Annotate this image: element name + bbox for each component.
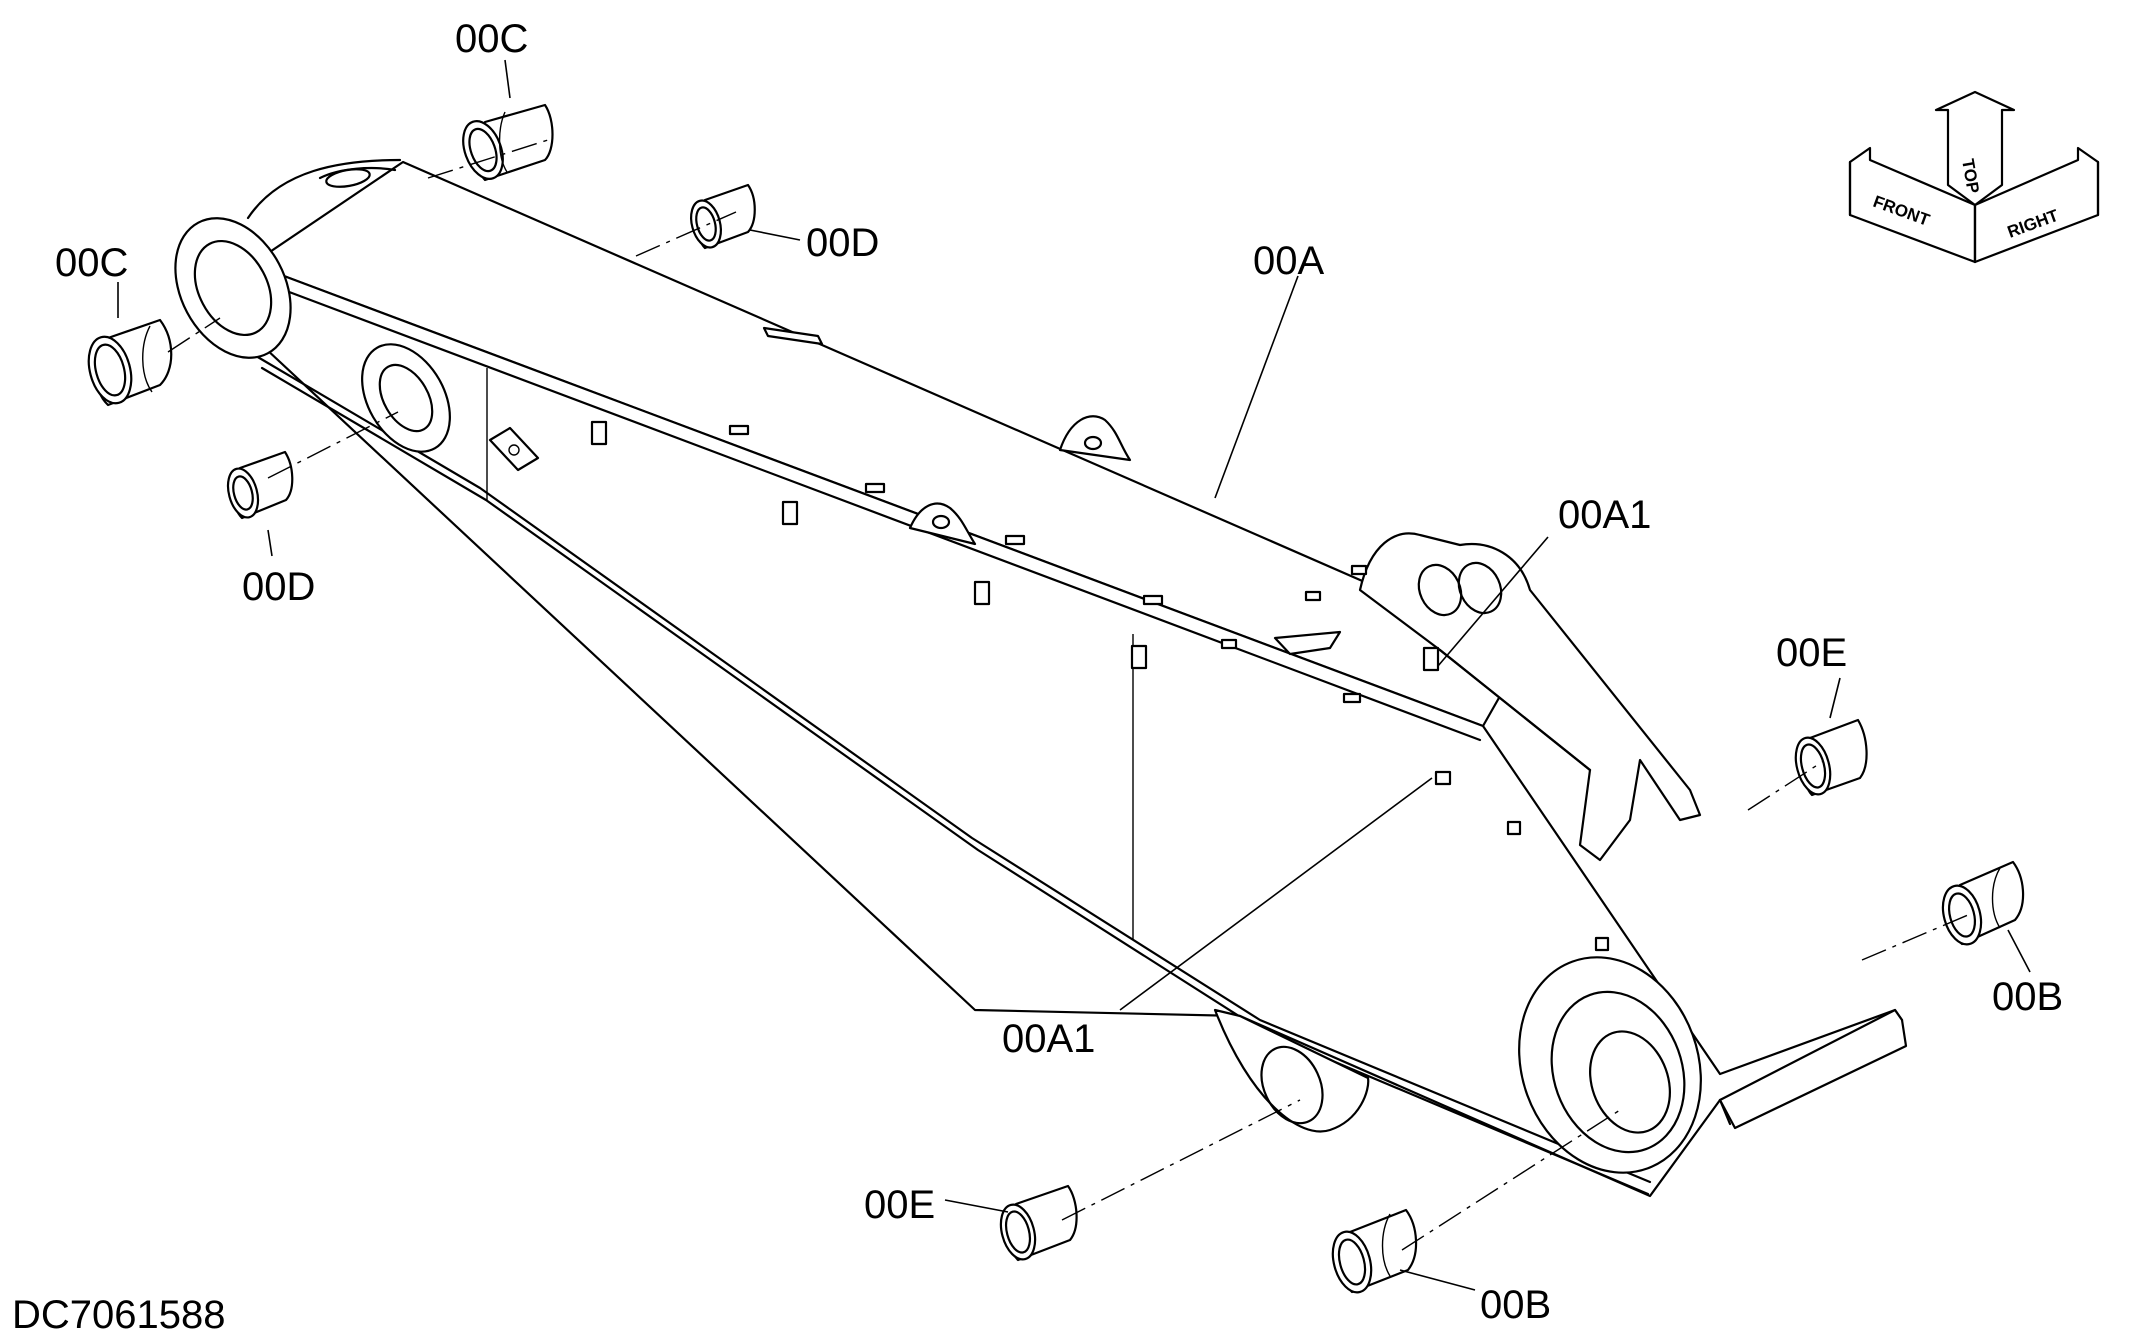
label-00b-bottom: 00B	[1480, 1283, 1551, 1327]
label-00c-top: 00C	[455, 17, 528, 61]
bushing-00b-bottom	[1331, 1208, 1418, 1294]
boom-body	[174, 158, 1908, 1198]
bushing-00e-right	[1794, 718, 1868, 797]
label-00b-right: 00B	[1992, 975, 2063, 1019]
clip-blocks	[590, 420, 1610, 952]
label-00e-bottom: 00E	[864, 1183, 935, 1227]
label-00e-right: 00E	[1776, 631, 1847, 675]
label-00c-left: 00C	[55, 241, 128, 285]
drawing-number: DC7061588	[12, 1293, 226, 1335]
top-tabs	[728, 424, 1368, 704]
bushing-00c-left	[87, 318, 173, 407]
label-00a1-bottom: 00A1	[1002, 1017, 1095, 1061]
label-00d-left: 00D	[242, 565, 315, 609]
label-00a: 00A	[1253, 239, 1324, 283]
bushing-00d-top	[690, 183, 756, 250]
bushing-00d-left	[226, 450, 294, 520]
bushing-00e-bottom	[999, 1184, 1078, 1262]
orientation-indicator: FRONT TOP RIGHT	[1848, 90, 2100, 264]
label-00a1-top: 00A1	[1558, 493, 1651, 537]
center-lines	[167, 139, 1969, 1251]
part-labels: 00C 00C 00D 00D 00A 00A1 00A1 00E 00E 00…	[55, 17, 2063, 1327]
label-00d-top: 00D	[806, 221, 879, 265]
leader-lines	[117, 59, 2031, 1291]
bushing-00b-right	[1941, 860, 2025, 946]
bushing-00c-top	[462, 103, 554, 182]
